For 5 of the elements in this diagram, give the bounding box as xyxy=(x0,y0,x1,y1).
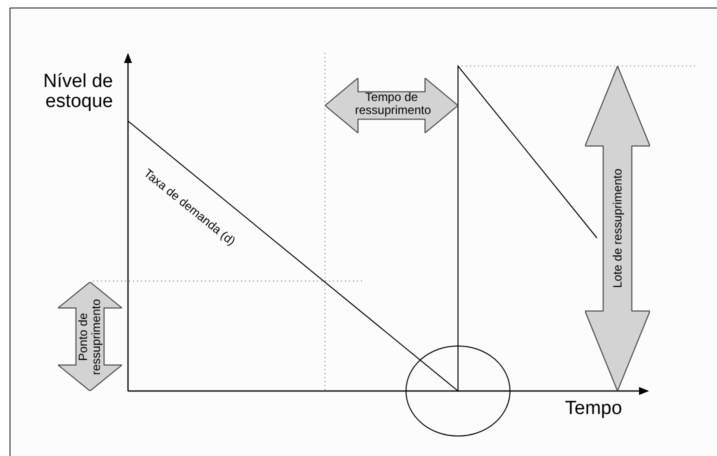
arrow-label: Lote de ressuprimento xyxy=(610,168,625,290)
arrow-label: Ponto de ressuprimento xyxy=(75,297,104,377)
arrow-label: Tempo de ressuprimento xyxy=(355,91,428,117)
axis-title: Tempo xyxy=(565,398,622,420)
axis-title: Nível de estoque xyxy=(42,72,113,112)
